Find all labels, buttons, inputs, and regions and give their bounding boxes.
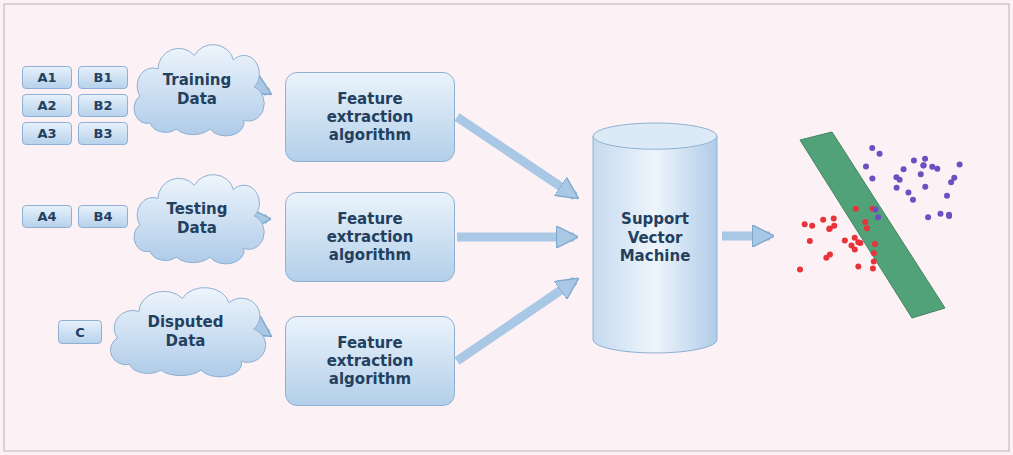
data-point	[809, 223, 815, 229]
data-point	[852, 235, 858, 241]
node-label: A4	[37, 209, 56, 224]
data-point	[901, 166, 907, 172]
data-point	[922, 184, 928, 190]
data-point	[802, 221, 808, 227]
classifier-cylinder: Support Vector Machine	[592, 122, 718, 354]
data-point	[870, 266, 876, 272]
data-point	[934, 166, 940, 172]
data-point	[918, 171, 924, 177]
data-point	[944, 193, 950, 199]
node-label: Testing Data	[152, 200, 242, 238]
data-point	[894, 185, 900, 191]
data-point	[864, 225, 870, 231]
node-label: C	[75, 325, 85, 340]
data-box: B3	[78, 122, 128, 145]
process-box: Feature extraction algorithm	[285, 72, 455, 162]
data-point	[946, 213, 952, 219]
separating-hyperplane	[800, 132, 945, 318]
data-point	[820, 217, 826, 223]
data-point	[957, 162, 963, 168]
node-label: Training Data	[152, 71, 242, 109]
node-label: B1	[94, 70, 113, 85]
data-point	[831, 216, 837, 222]
frame	[4, 4, 1009, 451]
data-point	[871, 259, 877, 265]
data-box: A1	[22, 66, 72, 89]
data-box: C	[58, 320, 102, 344]
data-point	[827, 252, 833, 258]
data-point	[842, 238, 848, 244]
process-box: Feature extraction algorithm	[285, 192, 455, 282]
node-label: Feature extraction algorithm	[314, 90, 426, 144]
data-point	[797, 266, 803, 272]
scatter-points	[797, 145, 963, 272]
data-point	[877, 151, 883, 157]
data-point	[925, 214, 931, 220]
data-point	[862, 219, 868, 225]
data-box: A4	[22, 205, 72, 228]
node-label: Feature extraction algorithm	[314, 334, 426, 388]
node-label: B3	[94, 126, 113, 141]
node-label: Feature extraction algorithm	[314, 210, 426, 264]
node-label: B2	[94, 98, 113, 113]
data-point	[863, 164, 869, 170]
data-point	[922, 156, 928, 162]
output-arrow	[722, 232, 770, 241]
data-point	[910, 197, 916, 203]
node-label: Disputed Data	[141, 313, 231, 351]
data-cloud: Disputed Data	[108, 288, 263, 376]
data-point	[893, 174, 899, 180]
data-point	[905, 189, 911, 195]
data-point	[807, 238, 813, 244]
data-box: A2	[22, 94, 72, 117]
flow-arrow	[457, 281, 575, 361]
data-point	[855, 263, 861, 269]
data-cloud: Training Data	[132, 45, 262, 135]
node-label: A3	[37, 126, 56, 141]
process-box: Feature extraction algorithm	[285, 316, 455, 406]
data-point	[869, 145, 875, 151]
data-cloud: Testing Data	[132, 175, 262, 263]
data-point	[875, 214, 881, 220]
data-point	[853, 206, 859, 212]
node-label: Support Vector Machine	[610, 210, 700, 266]
data-box: B2	[78, 94, 128, 117]
node-label: A1	[37, 70, 56, 85]
flow-arrow	[457, 117, 575, 196]
data-box: B1	[78, 66, 128, 89]
flow-arrow	[264, 215, 267, 224]
data-point	[911, 157, 917, 163]
data-point	[920, 162, 926, 168]
data-point	[869, 176, 875, 182]
data-point	[831, 223, 837, 229]
data-point	[826, 226, 832, 232]
data-box: B4	[78, 205, 128, 228]
data-point	[849, 242, 855, 248]
node-label: B4	[94, 209, 113, 224]
data-point	[937, 211, 943, 217]
data-point	[872, 241, 878, 247]
data-point	[871, 250, 877, 256]
data-point	[857, 240, 863, 246]
data-point	[951, 175, 957, 181]
flow-arrow	[265, 332, 268, 334]
flow-arrow	[457, 233, 574, 242]
node-label: A2	[37, 98, 56, 113]
flow-arrow	[264, 90, 268, 92]
data-point	[873, 206, 879, 212]
data-point	[921, 162, 927, 168]
data-box: A3	[22, 122, 72, 145]
